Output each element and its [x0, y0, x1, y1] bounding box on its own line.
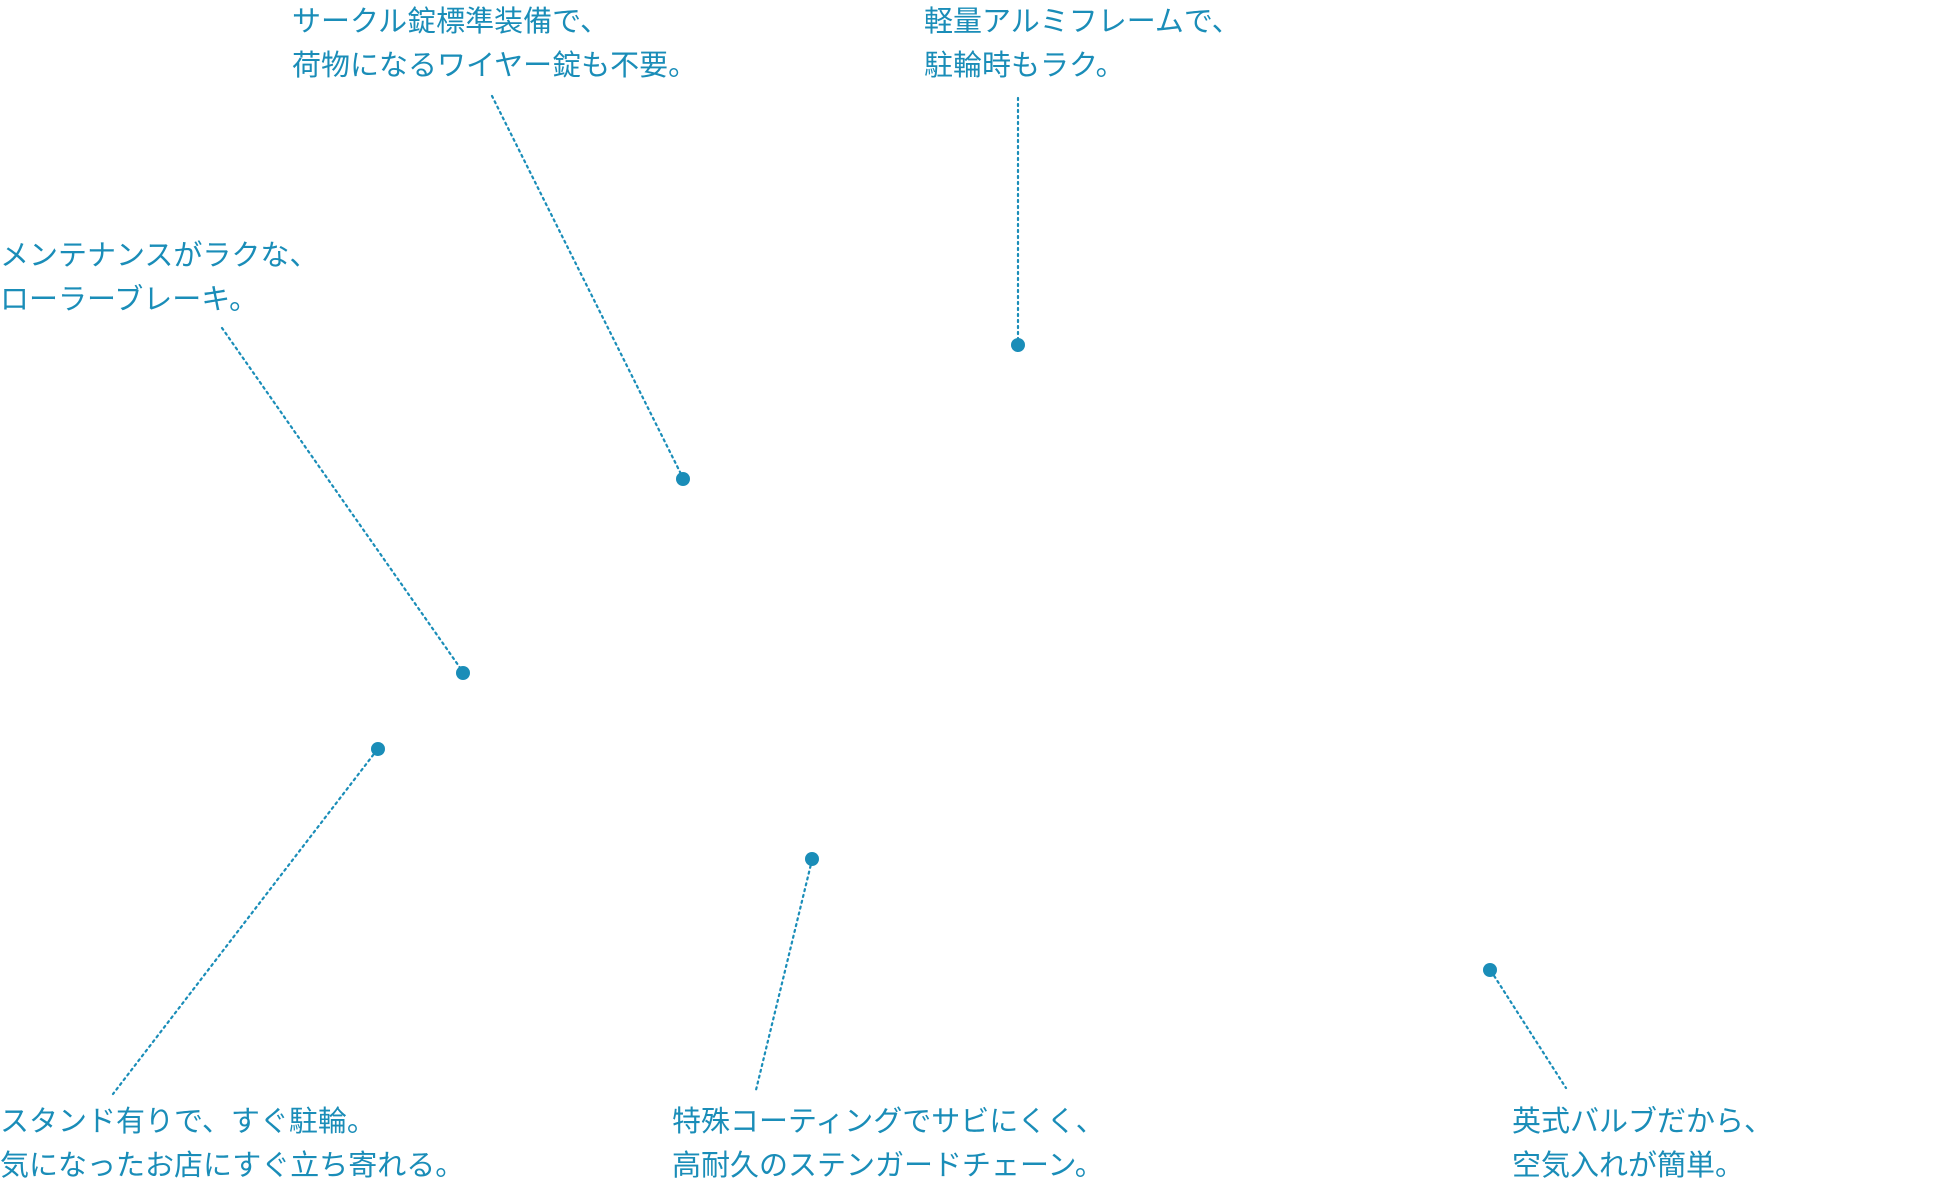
callout-line: サークル錠標準装備で、	[292, 4, 609, 38]
leader-line-chain	[754, 858, 814, 1092]
callout-line: メンテナンスがラクな、	[0, 238, 319, 272]
leader-line-kickstand	[111, 748, 379, 1096]
marker-dot-kickstand	[371, 742, 385, 756]
marker-dot-roller-brake	[456, 666, 470, 680]
callout-chain: 特殊コーティングでサビにくく、 高耐久のステンガードチェーン。	[672, 1100, 1105, 1187]
callout-bulb-valve: 英式バルブだから、 空気入れが簡単。	[1512, 1100, 1773, 1187]
marker-dot-aluminum-frame	[1011, 338, 1025, 352]
marker-dot-chain	[805, 852, 819, 866]
leader-line-circle-lock	[490, 94, 685, 480]
callout-line: 軽量アルミフレームで、	[924, 4, 1241, 38]
callout-circle-lock: サークル錠標準装備で、 荷物になるワイヤー錠も不要。	[292, 0, 697, 87]
marker-dot-circle-lock	[676, 472, 690, 486]
callout-line: スタンド有りで、すぐ駐輪。	[0, 1104, 376, 1138]
callout-kickstand: スタンド有りで、すぐ駐輪。 気になったお店にすぐ立ち寄れる。	[0, 1100, 464, 1187]
callout-line: 気になったお店にすぐ立ち寄れる。	[0, 1147, 465, 1182]
callout-line: 荷物になるワイヤー錠も不要。	[292, 47, 698, 82]
leader-line-bulb-valve	[1489, 969, 1568, 1090]
callout-line: 高耐久のステンガードチェーン。	[672, 1147, 1104, 1182]
callout-line: 英式バルブだから、	[1512, 1104, 1774, 1138]
callout-roller-brake: メンテナンスがラクな、 ローラーブレーキ。	[0, 234, 318, 321]
leader-line-roller-brake	[220, 326, 465, 674]
callout-line: 特殊コーティングでサビにくく、	[672, 1104, 1105, 1138]
callout-line: 駐輪時もラク。	[924, 47, 1125, 82]
callout-aluminum-frame: 軽量アルミフレームで、 駐輪時もラク。	[924, 0, 1241, 87]
callout-line: 空気入れが簡単。	[1512, 1147, 1745, 1182]
marker-dot-bulb-valve	[1483, 963, 1497, 977]
callout-line: ローラーブレーキ。	[0, 281, 259, 316]
